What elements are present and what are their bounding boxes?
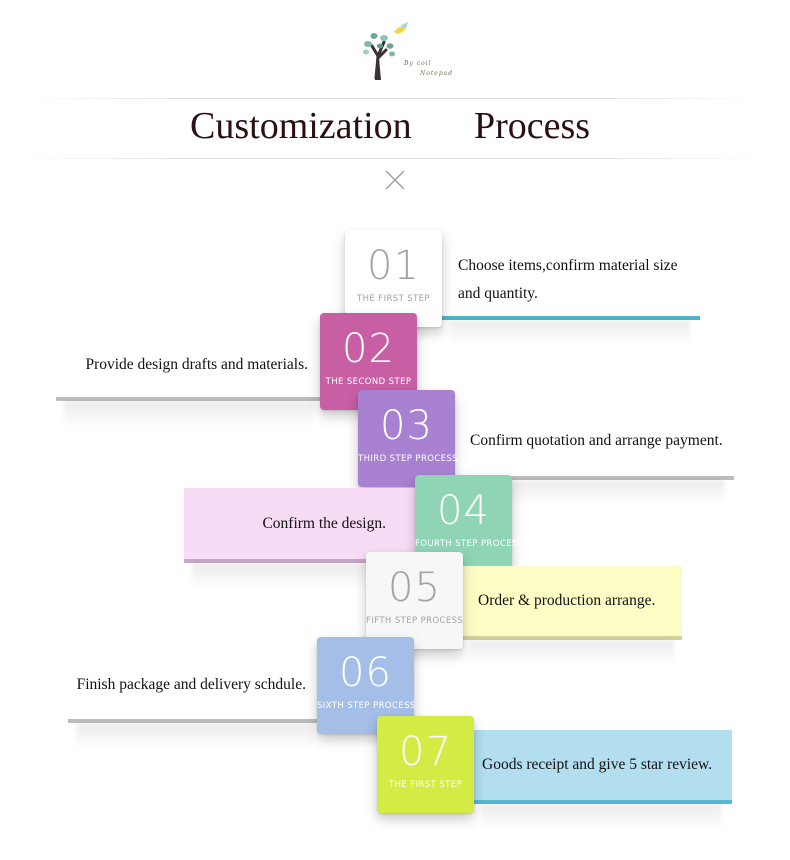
- step-5-text: Order & production arrange.: [478, 592, 656, 609]
- step-3-text: Confirm quotation and arrange payment.: [470, 432, 723, 449]
- step-7-label: THE FIRST STEP: [389, 780, 462, 790]
- step-1-text-line2: and quantity.: [458, 285, 538, 302]
- step-6-label: SIXTH STEP PROCESS: [317, 701, 416, 711]
- step-5-card: 05 FIFTH STEP PROCESS: [366, 552, 463, 649]
- step-3-label: THIRD STEP PROCESS: [358, 454, 459, 464]
- step-3-panel: Confirm quotation and arrange payment.: [454, 405, 734, 477]
- step-6-panel: Finish package and delivery schdule.: [68, 650, 318, 720]
- step-2-drop-shadow: [64, 401, 314, 427]
- step-4-label: FOURTH STEP PROCESS: [415, 539, 524, 549]
- step-6-panel-edge: [68, 719, 318, 723]
- step-1-panel: Choose items,confirm material size and q…: [442, 244, 700, 316]
- step-1-drop-shadow: [450, 320, 690, 346]
- header-divider-top: [22, 98, 762, 99]
- step-4-panel: Confirm the design.: [184, 488, 416, 560]
- step-7-card: 07 THE FIRST STEP: [377, 716, 474, 813]
- tree-logo: By coil Notepad: [356, 18, 466, 84]
- step-7-drop-shadow: [482, 804, 722, 830]
- step-3-number: 03: [380, 403, 433, 449]
- step-2-panel-edge: [56, 397, 320, 401]
- step-7-text: Goods receipt and give 5 star review.: [482, 756, 713, 773]
- step-5-panel-edge: [462, 636, 682, 640]
- step-5-number: 05: [388, 565, 441, 611]
- step-1-card: 01 THE FIRST STEP: [345, 230, 442, 327]
- step-7-panel: Goods receipt and give 5 star review.: [474, 730, 732, 800]
- step-4-panel-edge: [184, 559, 416, 563]
- step-1-label: THE FIRST STEP: [357, 294, 430, 304]
- step-4-text: Confirm the design.: [262, 515, 386, 532]
- logo-text-line1: By coil: [404, 60, 432, 67]
- step-3-panel-edge: [454, 476, 734, 480]
- step-2-label: THE SECOND STEP: [325, 377, 412, 387]
- logo-text-line2: Notepad: [420, 70, 454, 77]
- step-6-number: 06: [339, 650, 392, 696]
- step-1-text-line1: Choose items,confirm material size: [458, 257, 678, 274]
- step-6-text: Finish package and delivery schdule.: [76, 676, 306, 693]
- step-2-panel: Provide design drafts and materials.: [56, 332, 320, 398]
- step-5-drop-shadow: [470, 640, 674, 666]
- step-4-card: 04 FOURTH STEP PROCESS: [415, 475, 524, 572]
- step-1-number: 01: [367, 243, 420, 289]
- step-5-panel: Order & production arrange.: [462, 566, 682, 636]
- step-1-panel-edge: [442, 316, 700, 320]
- step-3-card: 03 THIRD STEP PROCESS: [358, 390, 459, 487]
- step-7-number: 07: [399, 729, 452, 775]
- title-word-customization: Customization: [190, 105, 412, 147]
- step-5-label: FIFTH STEP PROCESS: [366, 616, 464, 626]
- header-divider-bottom: [22, 158, 762, 159]
- step-4-number: 04: [437, 488, 490, 534]
- close-x-icon: [385, 170, 405, 190]
- step-7-panel-edge: [474, 800, 732, 804]
- step-2-text: Provide design drafts and materials.: [85, 356, 308, 373]
- title-word-process: Process: [474, 105, 591, 147]
- tree-icon: [363, 22, 408, 80]
- step-2-number: 02: [342, 326, 395, 372]
- step-6-drop-shadow: [76, 723, 312, 749]
